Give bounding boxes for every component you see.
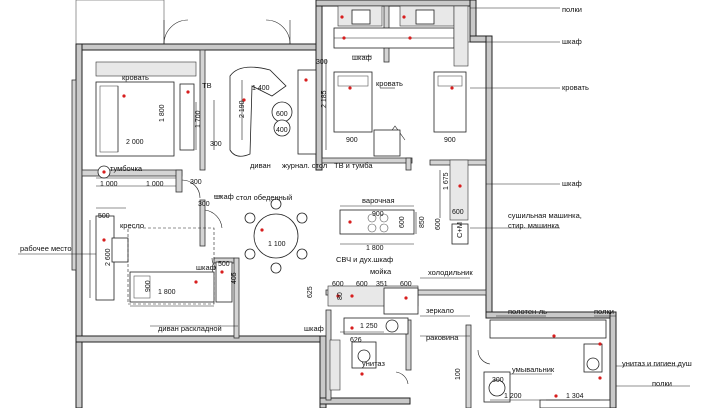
label-sofa-bed: диван раскладной	[158, 324, 222, 333]
dim-600-sofa: 600	[276, 111, 288, 118]
dimension-lines	[89, 60, 600, 401]
kids-desk	[373, 129, 401, 157]
dim-351: 351	[376, 281, 388, 288]
dim-1000-b: 1 000	[146, 181, 164, 188]
dim-600-washer: 600	[452, 209, 464, 216]
label-bed-master: кровать	[122, 73, 149, 82]
room-labels: полки шкаф шкаф кровать кровать кровать …	[20, 5, 692, 388]
label-shelves-top: полки	[562, 5, 582, 14]
kids-bed-1	[333, 71, 373, 133]
label-bed-kids-1: кровать	[376, 79, 403, 88]
dimension-labels: 1 400 600 400 2 190 300 2 185 900 900 1 …	[98, 59, 584, 400]
label-sofa: диван	[250, 161, 271, 170]
dim-600-hob: 600	[399, 216, 406, 228]
label-dining-table: стол обеденный	[236, 193, 292, 202]
label-toilet: унитаз	[362, 359, 386, 368]
kids-bed-2	[433, 71, 467, 133]
label-wardrobe-right: шкаф	[562, 179, 582, 188]
dim-2190: 2 190	[239, 100, 246, 118]
dim-600-kitchen-2: 600	[356, 281, 368, 288]
label-workplace: рабочее место	[20, 244, 72, 253]
dim-300-c: 300	[198, 201, 210, 208]
leader-lines	[18, 7, 690, 387]
master-bedroom-furniture	[95, 61, 197, 179]
dim-600-kitchen-3: 600	[400, 281, 412, 288]
dim-1800-sofa: 1 800	[158, 289, 176, 296]
dim-1000-a: 1 000	[100, 181, 118, 188]
label-washbasin: раковина	[426, 333, 459, 342]
label-shelves-bath: полки	[594, 307, 614, 316]
label-bed-kids-2: кровать	[562, 83, 589, 92]
kids-room-top-storage	[333, 5, 469, 67]
dim-500-study: 500	[98, 213, 110, 220]
label-wardrobe-kitchen: шкаф	[304, 324, 324, 333]
label-tv: ТВ	[202, 81, 212, 90]
dim-80: 80	[337, 292, 344, 300]
label-wardrobe-mid: шкаф	[214, 192, 234, 201]
label-mirror: зеркало	[426, 306, 454, 315]
label-fridge: холодильник	[428, 268, 473, 277]
dim-900-bed2: 900	[444, 137, 456, 144]
dim-1100: 1 100	[268, 241, 286, 248]
label-wardrobe-living: шкаф	[196, 263, 216, 272]
dim-1700: 1 700	[195, 110, 202, 128]
study-area	[95, 215, 233, 305]
kitchen-line	[327, 285, 419, 315]
dim-2185: 2 185	[321, 90, 328, 108]
dim-600-kitchen-1: 600	[332, 281, 344, 288]
label-coffee-table: журнал. стол	[282, 161, 327, 170]
dim-1200: 1 200	[504, 393, 522, 400]
dim-625: 625	[307, 286, 314, 298]
label-wardrobe-kids: шкаф	[352, 53, 372, 62]
bathroom-2	[483, 319, 611, 408]
dim-1675: 1 675	[443, 172, 450, 190]
dim-100: 100	[455, 368, 462, 380]
dim-900-hob: 900	[372, 211, 384, 218]
dim-405: 405	[231, 272, 238, 284]
dim-500-living: 500	[218, 261, 230, 268]
dim-300-d: 300	[210, 141, 222, 148]
dim-300-bath: 300	[492, 377, 504, 384]
bathroom-1	[329, 317, 409, 391]
dim-1800-island: 1 800	[366, 245, 384, 252]
dim-900-bed1: 900	[346, 137, 358, 144]
label-shelves-bottom: полки	[652, 379, 672, 388]
label-wash-basin-2: умывальник	[512, 365, 555, 374]
label-nightstand: тумбочка	[110, 164, 143, 173]
label-toilet-hygiene-shower: унитаз и гигиен душ	[622, 359, 692, 368]
label-tv-stand: ТВ и тумба	[334, 161, 373, 170]
dim-1800-master: 1 800	[159, 104, 166, 122]
dim-1250: 1 250	[360, 323, 378, 330]
living-room-sofa	[229, 66, 317, 157]
kitchen-island	[339, 209, 415, 235]
label-hob: варочная	[362, 196, 395, 205]
label-microwave-oven: СВЧ и дух.шкаф	[336, 255, 393, 264]
laundry-column	[449, 159, 469, 245]
dim-626: 626	[350, 337, 362, 344]
dim-300-b: 300	[190, 179, 202, 186]
dim-2000-master: 2 000	[126, 139, 144, 146]
exterior-walls	[71, 0, 617, 408]
label-wardrobe-top: шкаф	[562, 37, 582, 46]
dim-300-tv: 300	[316, 59, 328, 66]
dim-2600: 2 600	[105, 248, 112, 266]
label-towel-rail: полотен-ль	[508, 307, 547, 316]
dim-1400: 1 400	[252, 85, 270, 92]
label-armchair: кресло	[120, 221, 144, 230]
dim-850: 850	[419, 216, 426, 228]
label-washer: стир. машинка	[508, 221, 560, 230]
dim-400: 400	[276, 127, 288, 134]
dim-900-sofa: 900	[145, 280, 152, 292]
dining-table	[244, 198, 308, 274]
dim-1304: 1 304	[566, 393, 584, 400]
label-sm: С+М	[455, 222, 464, 238]
dim-600-island-right: 600	[435, 218, 442, 230]
label-sink-kitchen: мойка	[370, 267, 392, 276]
label-dryer: сушильная машинка,	[508, 211, 582, 220]
